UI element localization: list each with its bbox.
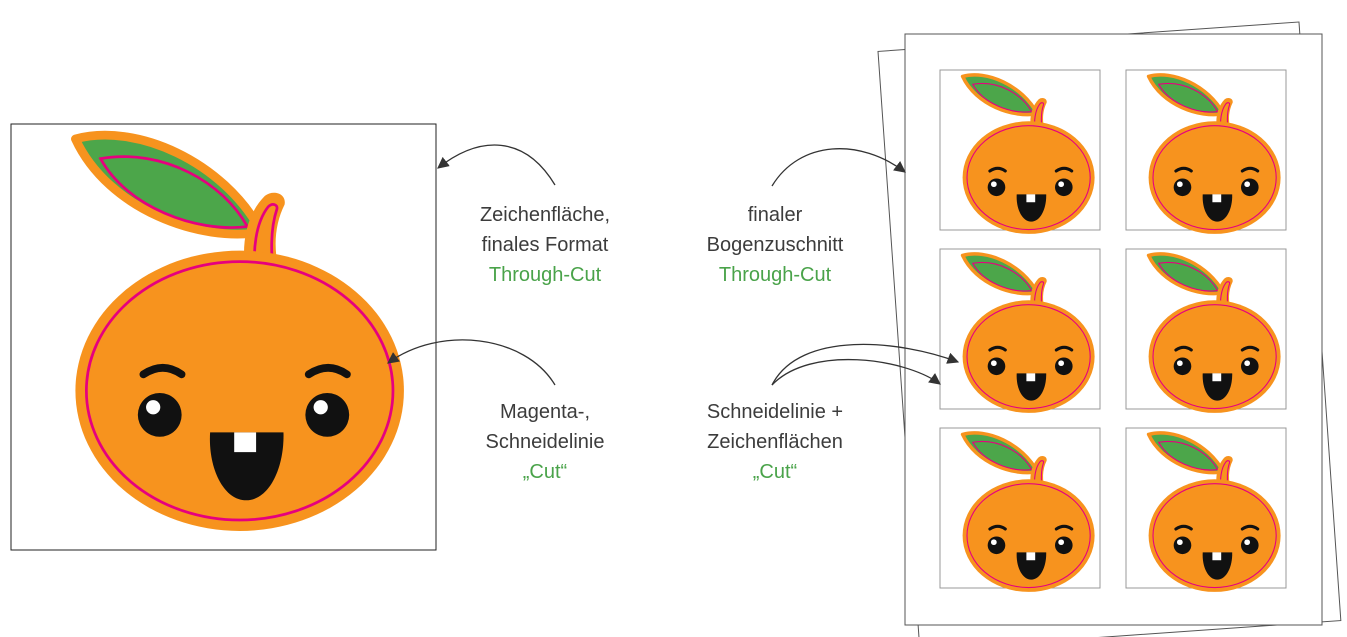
artboard-grid: [939, 69, 1287, 594]
label-artboard-line2: finales Format: [481, 234, 609, 256]
arrow-to-artboard: [437, 144, 556, 186]
label-artboard: Zeichenfläche, finales Format Through-Cu…: [445, 200, 645, 290]
label-magenta-line1: Magenta-,: [499, 401, 591, 423]
label-artboard-cut-type: Through-Cut: [488, 264, 602, 286]
arrow-to-cutline: [387, 339, 556, 386]
label-cutline-artboards-line1: Schneidelinie +: [706, 401, 844, 423]
label-cutline-artboards-cut-type: „Cut“: [752, 461, 798, 483]
label-sheet-line1: finaler: [747, 204, 803, 226]
label-sheet-cut-type: Through-Cut: [718, 264, 832, 286]
label-cutline-artboards-line2: Zeichenflächen: [707, 431, 843, 453]
label-magenta-cut-type: „Cut“: [522, 461, 568, 483]
label-sheet-trim: finaler Bogenzuschnitt Through-Cut: [675, 200, 875, 290]
arrow-to-cutline-sheet-1: [771, 343, 960, 386]
label-sheet-line2: Bogenzuschnitt: [706, 234, 844, 256]
label-cutline-artboards: Schneidelinie + Zeichenflächen „Cut“: [675, 397, 875, 487]
arrow-to-sheet: [771, 148, 906, 187]
label-magenta-cutline: Magenta-, Schneidelinie „Cut“: [445, 397, 645, 487]
label-artboard-line1: Zeichenfläche,: [479, 204, 611, 226]
label-magenta-line2: Schneidelinie: [485, 431, 605, 453]
arrow-to-cutline-sheet-2: [771, 358, 941, 386]
